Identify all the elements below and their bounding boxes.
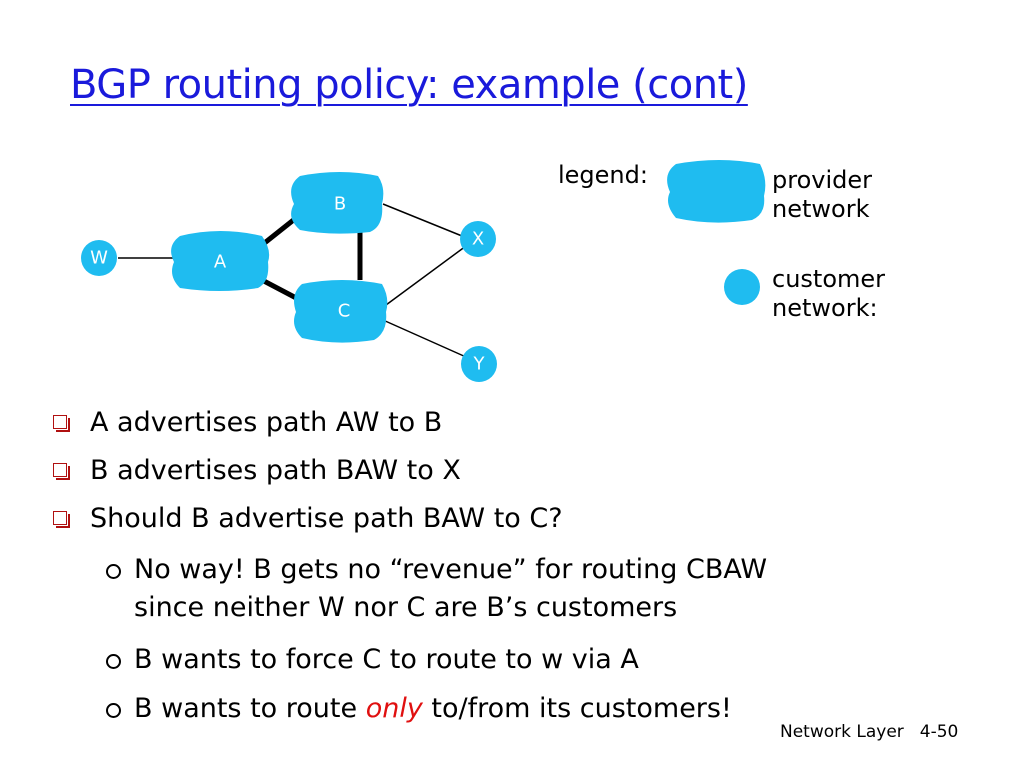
- square-bullet-icon: [53, 415, 70, 432]
- provider-node-c: [294, 280, 388, 343]
- link-a-b: [260, 216, 298, 247]
- emphasis-text: only: [365, 693, 423, 724]
- slide-footer: Network Layer 4-50: [780, 722, 958, 742]
- node-label-b: B: [334, 194, 346, 215]
- subbullet-line: No way! B gets no “revenue” for routing …: [134, 554, 768, 585]
- legend-customer-text: customer network:: [772, 265, 885, 323]
- node-label-x: X: [472, 229, 484, 250]
- subbullet-item: No way! B gets no “revenue” for routing …: [134, 551, 767, 627]
- subbullet-line: since neither W nor C are B’s customers: [134, 592, 678, 623]
- customer-node-x: [460, 221, 496, 257]
- link-c-y: [382, 319, 467, 358]
- legend-customer-swatch: [724, 269, 760, 305]
- subbullet-item: B wants to route only to/from its custom…: [134, 690, 732, 728]
- legend-customer-line1: customer: [772, 265, 886, 293]
- provider-node-b: [291, 172, 384, 234]
- circle-bullet-icon: [106, 654, 121, 669]
- link-a-c: [260, 277, 302, 303]
- legend-provider-swatch: [667, 160, 766, 223]
- page-number: 4-50: [919, 722, 959, 742]
- node-label-w: W: [90, 248, 108, 269]
- node-label-a: A: [214, 252, 227, 273]
- slide-title: BGP routing policy: example (cont): [70, 62, 748, 108]
- bullet-item: Should B advertise path BAW to C?: [90, 503, 563, 534]
- circle-bullet-icon: [106, 564, 121, 579]
- network-diagram: B A C W X Y: [81, 160, 766, 382]
- legend-provider-line1: provider: [772, 166, 872, 194]
- node-label-c: C: [338, 301, 351, 322]
- provider-node-a: [171, 231, 270, 291]
- square-bullet-icon: [53, 463, 70, 480]
- link-c-x: [385, 245, 467, 306]
- subbullet-item: B wants to force C to route to w via A: [134, 644, 639, 675]
- link-b-x: [382, 203, 463, 237]
- bullet-item: B advertises path BAW to X: [90, 455, 461, 486]
- legend-provider-text: provider network: [772, 166, 872, 224]
- customer-node-y: [461, 346, 497, 382]
- legend-provider-line2: network: [772, 195, 870, 223]
- subbullet-text-post: to/from its customers!: [422, 693, 732, 724]
- legend-customer-line2: network:: [772, 294, 878, 322]
- subbullet-text-pre: B wants to route: [134, 693, 366, 724]
- node-label-y: Y: [473, 354, 486, 375]
- square-bullet-icon: [53, 511, 70, 528]
- customer-node-w: [81, 240, 117, 276]
- footer-section: Network Layer: [780, 722, 904, 742]
- bullet-item: A advertises path AW to B: [90, 407, 443, 438]
- legend-label: legend:: [558, 161, 648, 189]
- circle-bullet-icon: [106, 703, 121, 718]
